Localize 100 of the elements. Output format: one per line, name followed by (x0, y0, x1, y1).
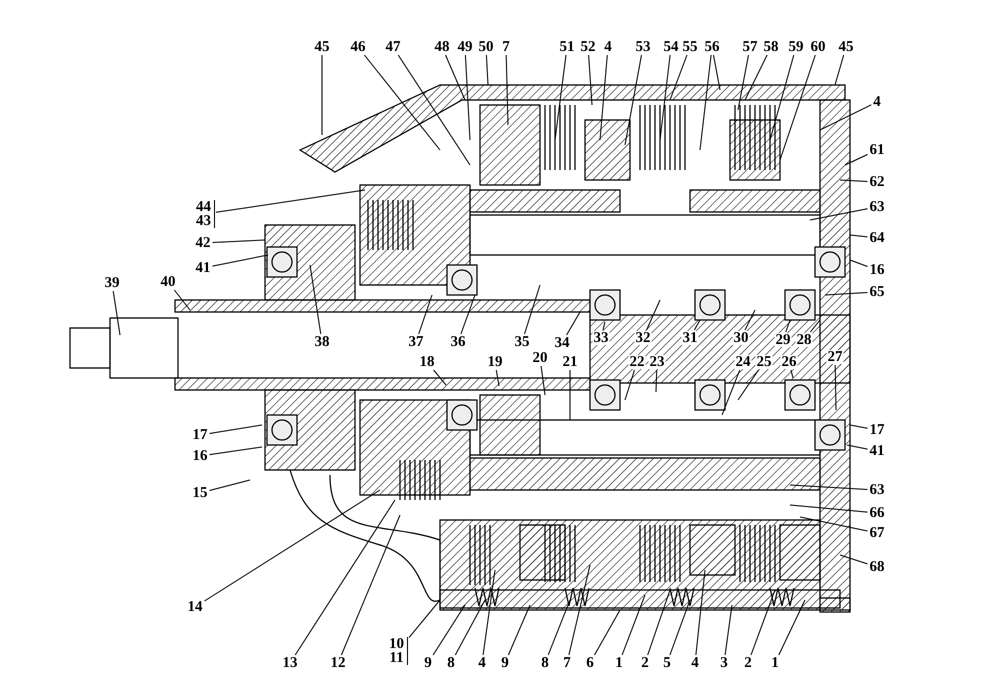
leader-line (800, 516, 868, 532)
leader-line (669, 600, 690, 656)
callout-number: 50 (478, 40, 494, 54)
callout-number: 18 (418, 355, 436, 369)
callout-number: 2 (640, 656, 650, 670)
callout-number: 39 (104, 276, 120, 290)
leader-line (778, 600, 806, 656)
callout-number: 41 (868, 444, 886, 458)
leader-line (850, 260, 868, 267)
leader-line (790, 504, 868, 513)
callout-number: 12 (330, 656, 346, 670)
leader-line (566, 312, 580, 336)
leader-line (624, 370, 635, 400)
callout-number: 47 (384, 40, 402, 54)
callout-number: 45 (314, 40, 330, 54)
leader-line (482, 570, 496, 656)
leader-line (294, 500, 396, 656)
callout-number: 58 (762, 40, 780, 54)
leader-line (844, 154, 868, 166)
callout-number: 59 (788, 40, 804, 54)
callout-number: 32 (634, 331, 652, 345)
leader-line (594, 610, 620, 656)
leader-line (568, 564, 590, 656)
callout-number: 1 (614, 656, 624, 670)
callout-number: 40 (160, 275, 176, 289)
callout-number: 60 (810, 40, 826, 54)
leader-line (780, 54, 816, 160)
callout-number: 49 (456, 40, 474, 54)
callout-number: 64 (868, 231, 886, 245)
leader-line (834, 54, 844, 86)
leader-line (433, 370, 446, 386)
leader-line (824, 292, 868, 296)
leader-line (340, 514, 400, 656)
callout-number: 63 (868, 200, 886, 214)
callout-number: 35 (514, 335, 530, 349)
callout-number: 17 (192, 428, 208, 442)
callout-number: 24 (734, 355, 752, 369)
callout-number: 46 (350, 40, 366, 54)
leader-line (834, 364, 836, 410)
leader-line (738, 370, 759, 400)
leader-line (670, 54, 688, 100)
callout-number: 33 (592, 331, 610, 345)
leader-line (724, 604, 732, 656)
callout-number: 62 (868, 175, 886, 189)
leader-line (713, 54, 720, 90)
leader-line (622, 594, 646, 656)
callout-number: 28 (796, 333, 812, 347)
callout-number: 37 (408, 335, 424, 349)
leader-line (548, 600, 570, 656)
leader-line (820, 104, 872, 130)
callout-number: 8 (540, 656, 550, 670)
callout-number: 1 (770, 656, 780, 670)
callout-number: 30 (732, 331, 750, 345)
leader-line (216, 190, 366, 213)
leader-line (785, 320, 790, 332)
leader-line (454, 600, 486, 656)
callout-number: 36 (450, 335, 466, 349)
leader-line (624, 54, 642, 146)
callout-number: 4 (690, 656, 700, 670)
callout-number: 13 (282, 656, 298, 670)
callout-number: 44 43 (195, 200, 215, 228)
callout-number: 53 (634, 40, 652, 54)
callout-number: 45 (838, 40, 854, 54)
callout-number: 7 (562, 656, 572, 670)
callout-number: 34 (554, 336, 570, 350)
callout-number: 31 (682, 331, 698, 345)
callout-number: 4 (477, 656, 487, 670)
callout-number: 4 (603, 40, 613, 54)
callout-number: 23 (648, 355, 666, 369)
leader-line (524, 284, 540, 334)
leader-line (445, 54, 466, 100)
callout-number: 8 (446, 656, 456, 670)
callout-number: 15 (192, 486, 208, 500)
leader-line (790, 370, 794, 378)
leader-line (722, 370, 740, 416)
leader-line (408, 600, 440, 638)
leader-line (700, 54, 712, 150)
leader-line (418, 294, 432, 334)
callout-number: 7 (501, 40, 511, 54)
leader-line (212, 254, 268, 267)
callout-number: 3 (719, 656, 729, 670)
leader-line (112, 290, 120, 336)
leader-line (506, 54, 508, 126)
leader-line (694, 320, 700, 330)
callout-number: 56 (704, 40, 720, 54)
callout-number: 9 (500, 656, 510, 670)
leader-line (464, 54, 470, 140)
callout-number: 27 (826, 350, 844, 364)
callout-number: 54 (662, 40, 680, 54)
leader-line (744, 54, 768, 100)
leader-line (840, 180, 868, 182)
callout-number: 61 (868, 143, 886, 157)
leader-line (846, 444, 868, 450)
leader-line (174, 290, 190, 310)
leader-line (540, 366, 546, 396)
callout-number: 48 (434, 40, 450, 54)
callout-number: 26 (780, 355, 798, 369)
leader-line (602, 322, 606, 330)
leader-line (554, 54, 566, 140)
leader-line (770, 54, 794, 140)
